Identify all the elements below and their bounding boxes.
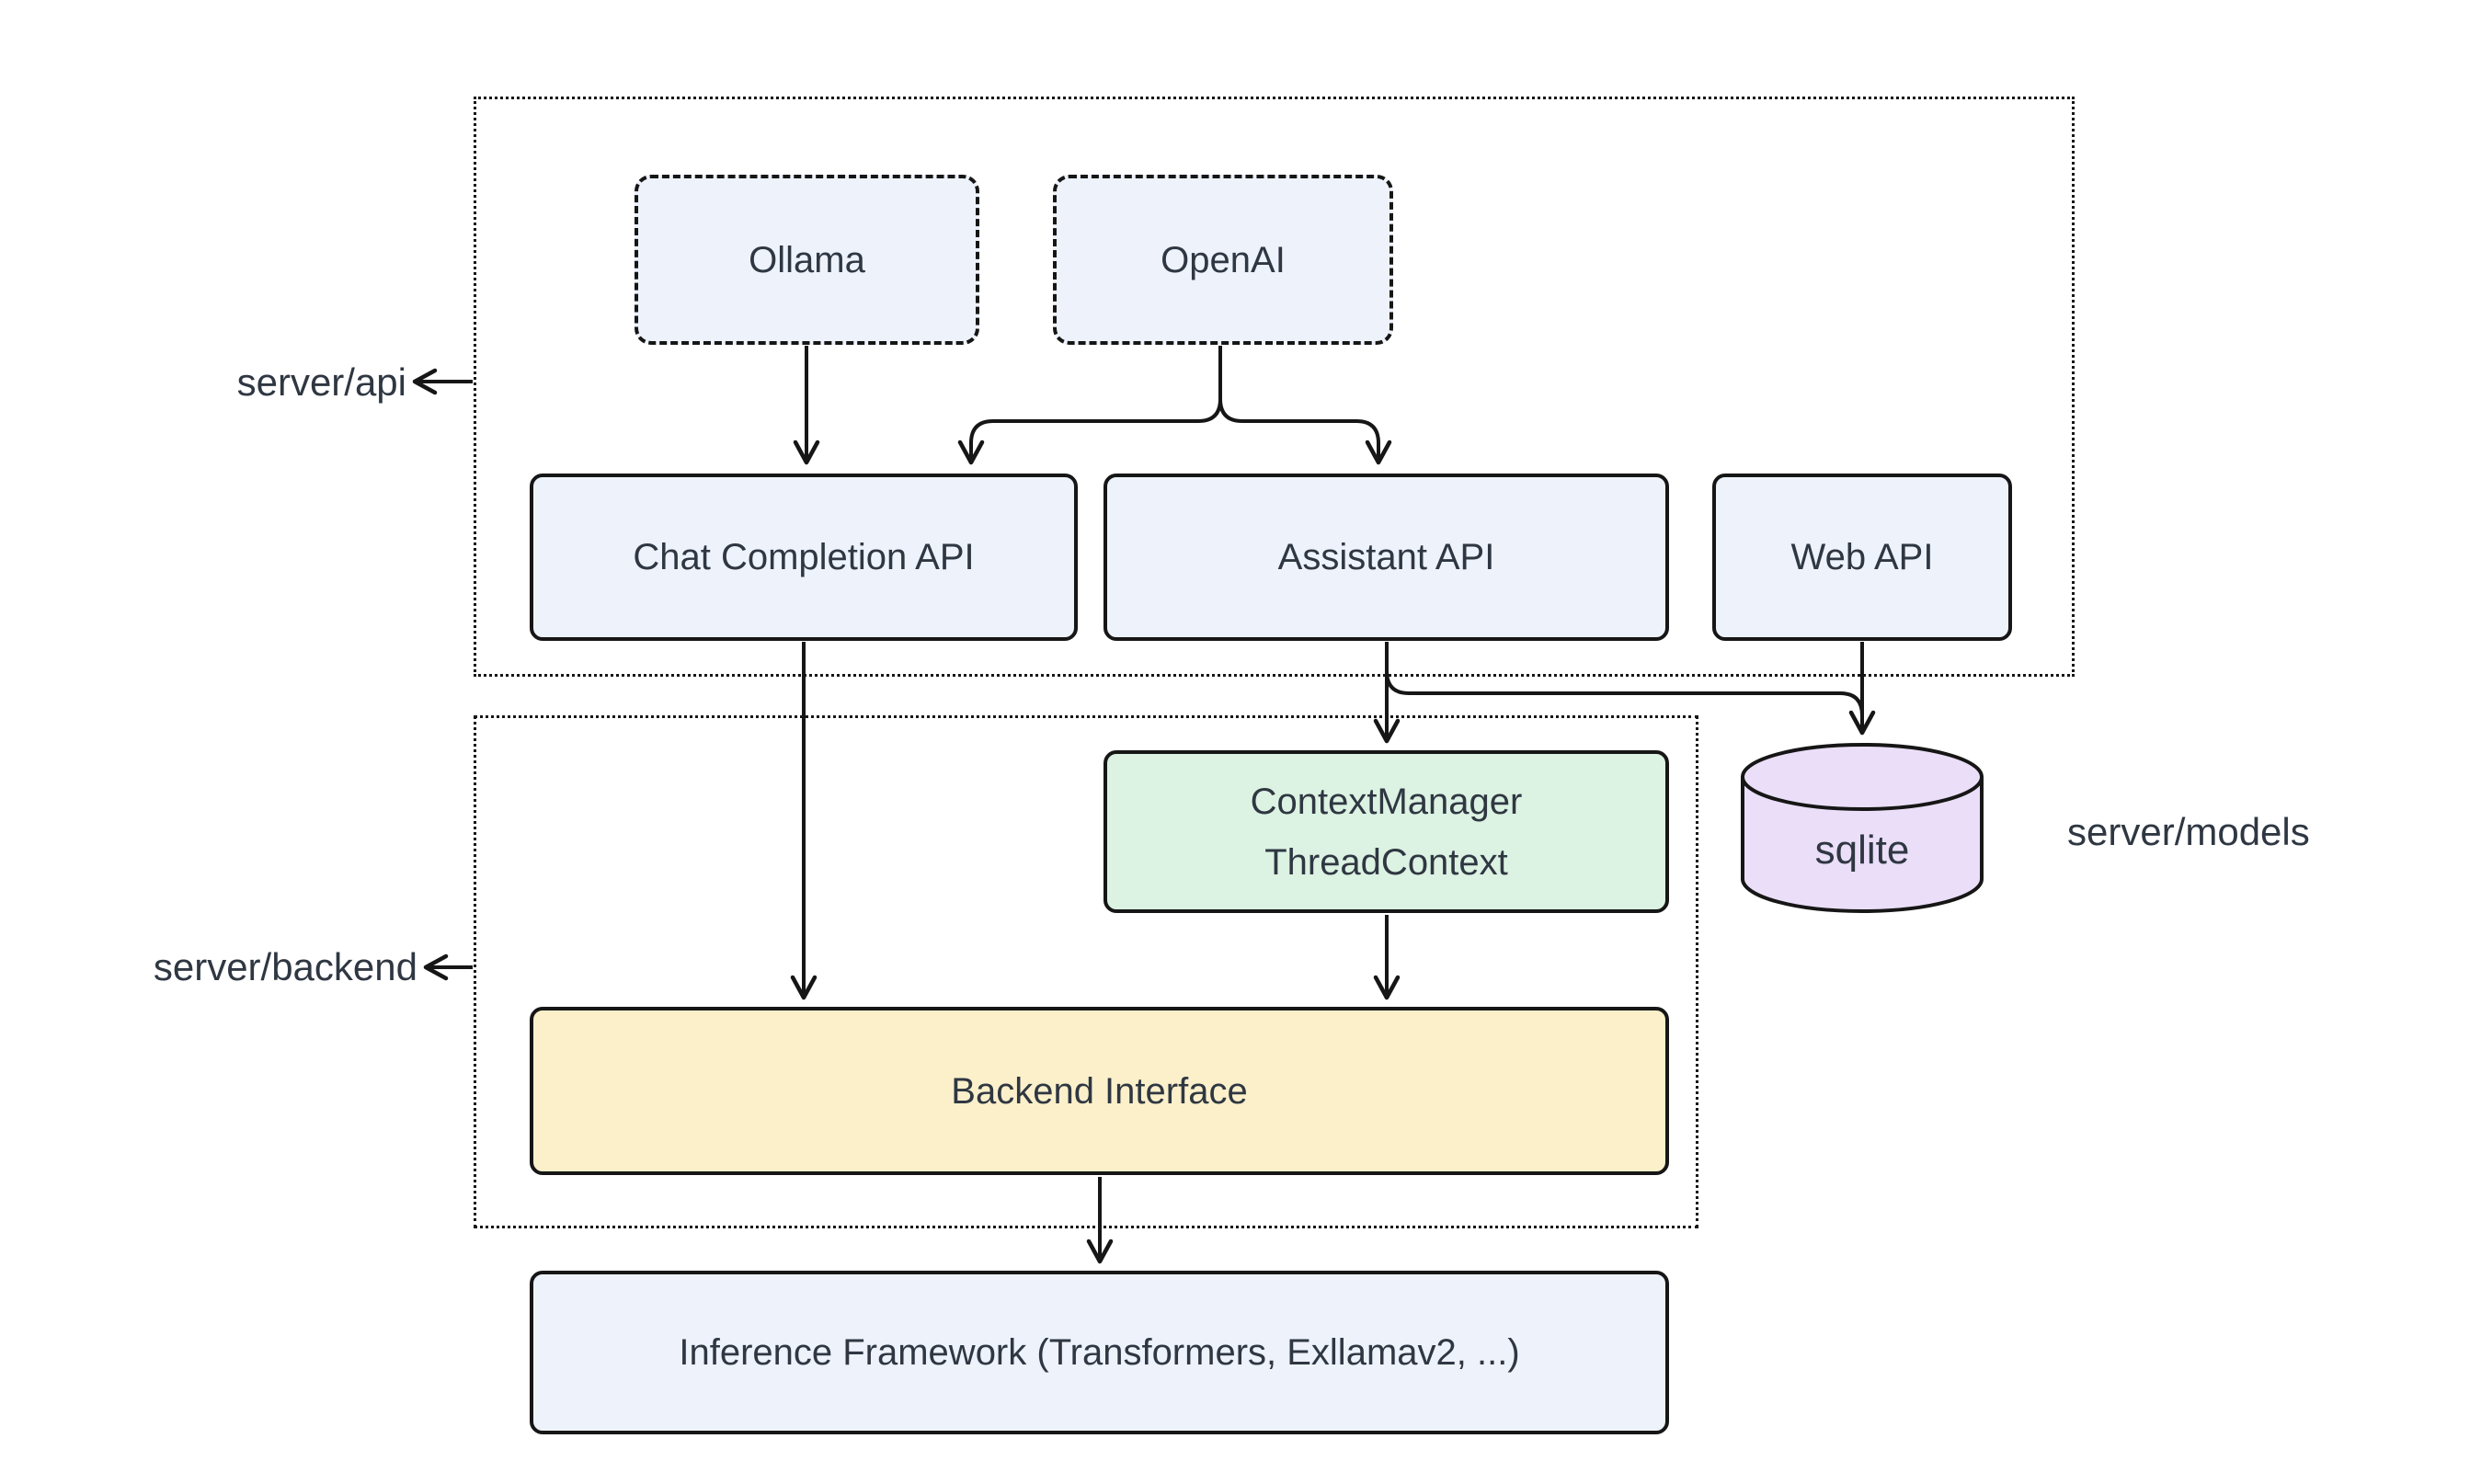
node-openai-label: OpenAI [1161,239,1286,280]
node-context-manager-label-line1: ContextManager [1250,781,1523,822]
node-ollama-label: Ollama [749,239,865,280]
label-server-backend: server/backend [153,945,417,988]
container-server-backend [474,715,1698,1228]
node-openai: OpenAI [1053,175,1393,345]
node-chat-completion-api: Chat Completion API [530,474,1078,641]
node-web-api-label: Web API [1790,537,1934,577]
node-assistant-api: Assistant API [1103,474,1669,641]
node-assistant-api-label: Assistant API [1277,537,1495,577]
edge-openai-chatcompletion [957,346,1222,465]
container-server-api [474,97,2075,677]
label-server-api: server/api [236,360,406,404]
node-context-manager: ContextManager ThreadContext [1103,750,1669,913]
edge-openai-assistant [1218,398,1392,465]
node-inference-framework-label: Inference Framework (Transformers, Exlla… [679,1332,1520,1373]
node-chat-completion-api-label: Chat Completion API [633,537,975,577]
label-server-models: server/models [2067,810,2310,853]
node-inference-framework: Inference Framework (Transformers, Exlla… [530,1271,1669,1434]
node-web-api: Web API [1712,474,2012,641]
edge-assistant-sqlite [1385,670,1864,716]
node-context-manager-label-line2: ThreadContext [1264,841,1508,883]
node-backend-interface: Backend Interface [530,1007,1669,1175]
node-ollama: Ollama [635,175,979,345]
node-backend-interface-label: Backend Interface [951,1070,1248,1112]
sqlite-cylinder [1741,743,1984,913]
node-sqlite-label: sqlite [1814,828,1910,873]
